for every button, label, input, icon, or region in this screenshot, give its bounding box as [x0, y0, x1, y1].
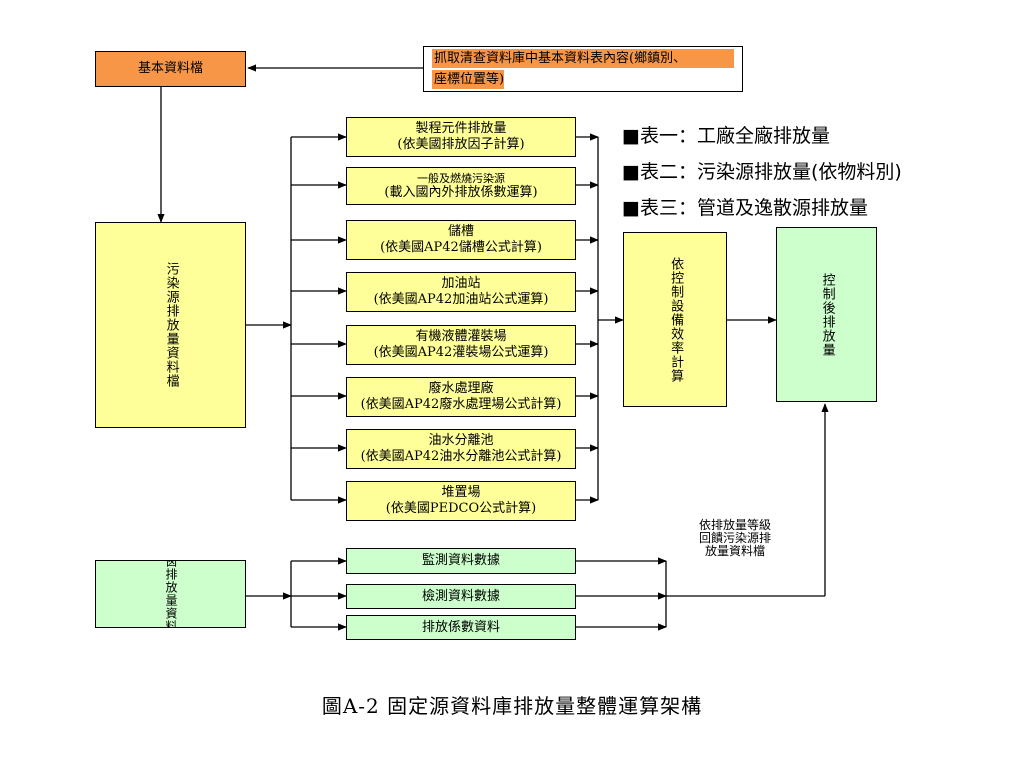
calc-box-title: 儲槽 — [447, 224, 474, 240]
calc-box-loading-site: 有機液體灌裝場 (依美國AP42灌裝場公式運算) — [346, 325, 576, 365]
calc-box-title: 加油站 — [441, 276, 481, 292]
feedback-line: 依排放量等級 — [698, 518, 771, 532]
feedback-line: 回饋污染源排 — [698, 531, 771, 545]
table-legend: ■表一：工廠全廠排放量 ■表二：污染源排放量(依物料別) ■表三：管道及逸散源排… — [622, 118, 902, 226]
source-note-box: 抓取清查資料庫中基本資料表內容(鄉鎮別、 座標位置等) — [423, 46, 743, 92]
figure-caption: 圖A-2 固定源資料庫排放量整體運算架構 — [321, 694, 703, 718]
calc-box-method: (依美國PEDCO公式計算) — [385, 501, 537, 516]
control-efficiency-label: 依控制設備效率計算 — [668, 256, 684, 383]
calc-box-title: 一般及燃燒污染源 — [417, 171, 505, 185]
calc-box-combustion: 一般及燃燒污染源 (載入國內外排放係數運算) — [346, 167, 576, 205]
data-box-emission-factor: 排放係數資料 — [346, 615, 576, 640]
calc-box-method: (依美國AP42加油站公式運算) — [373, 292, 549, 307]
pollution-source-file-label: 污染源排放量資料檔 — [163, 262, 179, 388]
after-control-emission-box: 控制後排放量 — [776, 227, 877, 402]
data-box-label: 排放係數資料 — [421, 619, 500, 635]
calc-box-method: (依美國AP42油水分離池公式計算) — [360, 449, 562, 464]
calc-box-method: (依美國AP42儲槽公式計算) — [380, 240, 542, 255]
stack-emission-file-label: 煙囪排放量資料檔 — [164, 560, 178, 628]
data-box-inspection: 檢測資料數據 — [346, 584, 576, 609]
calc-box-title: 堆置場 — [441, 485, 481, 501]
calc-box-title: 製程元件排放量 — [415, 121, 507, 137]
after-control-emission-label: 控制後排放量 — [819, 272, 835, 357]
legend-item: ■表二：污染源排放量(依物料別) — [622, 161, 902, 183]
calc-box-method: (依美國排放因子計算) — [397, 137, 525, 152]
basic-data-file-box: 基本資料檔 — [95, 51, 246, 87]
basic-data-file-label: 基本資料檔 — [137, 61, 203, 77]
legend-item: ■表三：管道及逸散源排放量 — [622, 197, 868, 219]
feedback-line: 放量資料檔 — [704, 544, 765, 558]
calc-box-method: (依美國AP42廢水處理場公式計算) — [360, 397, 562, 412]
source-note-line-1: 抓取清查資料庫中基本資料表內容(鄉鎮別、 — [432, 49, 734, 68]
calc-box-storage-pile: 堆置場 (依美國PEDCO公式計算) — [346, 481, 576, 521]
calc-box-title: 有機液體灌裝場 — [415, 329, 507, 345]
control-efficiency-box: 依控制設備效率計算 — [623, 232, 727, 407]
source-note-line-2: 座標位置等) — [432, 70, 505, 89]
calc-box-process: 製程元件排放量 (依美國排放因子計算) — [346, 117, 576, 157]
data-box-label: 監測資料數據 — [421, 553, 500, 569]
pollution-source-file-box: 污染源排放量資料檔 — [95, 222, 246, 428]
calc-box-method: (依美國AP42灌裝場公式運算) — [373, 345, 549, 360]
calc-box-wastewater: 廢水處理廠 (依美國AP42廢水處理場公式計算) — [346, 377, 576, 417]
feedback-note: 依排放量等級 回饋污染源排 放量資料檔 — [680, 519, 790, 558]
calc-box-title: 廢水處理廠 — [428, 381, 494, 397]
calc-box-storage-tank: 儲槽 (依美國AP42儲槽公式計算) — [346, 220, 576, 260]
calc-box-title: 油水分離池 — [428, 433, 494, 449]
data-box-monitoring: 監測資料數據 — [346, 548, 576, 574]
legend-item: ■表一：工廠全廠排放量 — [622, 125, 830, 147]
data-box-label: 檢測資料數據 — [421, 588, 500, 604]
calc-box-method: (載入國內外排放係數運算) — [384, 184, 538, 200]
calc-box-gas-station: 加油站 (依美國AP42加油站公式運算) — [346, 272, 576, 312]
stack-emission-file-box: 煙囪排放量資料檔 — [95, 560, 246, 628]
calc-box-oil-water-separator: 油水分離池 (依美國AP42油水分離池公式計算) — [346, 429, 576, 469]
